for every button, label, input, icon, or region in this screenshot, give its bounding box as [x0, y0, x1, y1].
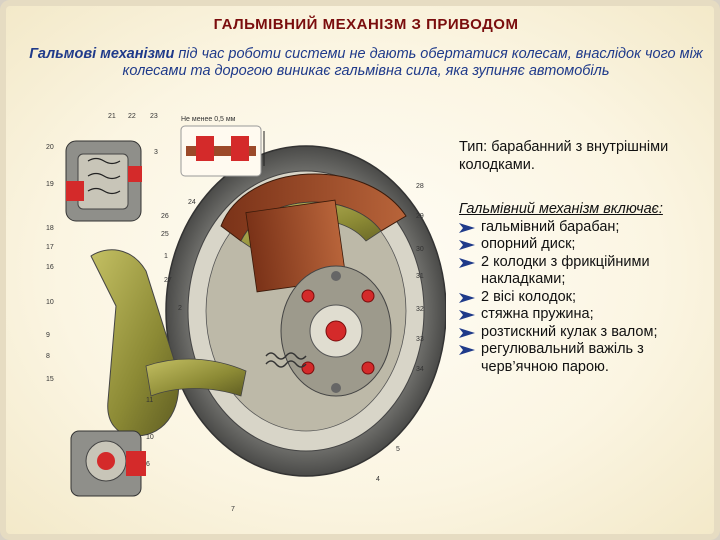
svg-text:31: 31: [416, 273, 424, 280]
svg-text:11: 11: [146, 397, 153, 404]
svg-text:2: 2: [178, 305, 182, 312]
arrow-bullet-icon: [459, 222, 475, 233]
brake-mechanism-illustration: Не менее 0,5 мм 21 22 23 20 3 19 24 26 1…: [46, 113, 446, 513]
list-item: 2 вісі колодок;: [459, 289, 720, 307]
backing-plate: [280, 265, 392, 397]
adjusting-lever: [70, 430, 146, 497]
brake-actuator-arm: [90, 249, 247, 437]
list-item: опорний диск;: [459, 236, 720, 254]
svg-text:17: 17: [46, 244, 54, 251]
svg-text:24: 24: [188, 199, 196, 206]
slide-title: ГАЛЬМІВНИЙ МЕХАНІЗМ З ПРИВОДОМ: [213, 16, 519, 33]
list-item: гальмівний барабан;: [459, 219, 720, 237]
return-spring: [265, 352, 307, 368]
subtitle-bold-term: Гальмові механізми: [29, 46, 175, 62]
svg-text:19: 19: [46, 181, 54, 188]
svg-text:30: 30: [416, 246, 424, 253]
list-item: регулювальний важіль з черв’ячною парою.: [459, 341, 720, 376]
arrow-bullet-icon: [459, 257, 475, 268]
description-panel: Тип: барабанний з внутрішніми колодками.…: [459, 139, 720, 376]
svg-text:33: 33: [416, 336, 424, 343]
svg-text:5: 5: [396, 446, 400, 453]
svg-text:28: 28: [416, 183, 424, 190]
includes-heading: Гальмівний механізм включає:: [459, 201, 720, 219]
subtitle-rest: під час роботи системи не дають обертати…: [122, 46, 703, 79]
includes-heading-colon: :: [658, 201, 663, 217]
svg-text:18: 18: [46, 225, 54, 232]
svg-text:26: 26: [161, 213, 169, 220]
svg-text:29: 29: [416, 213, 424, 220]
gap-detail-inset: [180, 125, 265, 177]
callout-labels: 21 22 23 20 3 19 24 26 18 25 17 1 16 27 …: [46, 113, 424, 513]
arrow-bullet-icon: [459, 310, 475, 320]
list-item: 2 колодки з фрикційними накладками;: [459, 254, 720, 289]
svg-text:25: 25: [161, 231, 169, 238]
svg-text:34: 34: [416, 366, 424, 373]
svg-text:1: 1: [164, 253, 168, 260]
parts-list: гальмівний барабан; опорний диск; 2 коло…: [459, 219, 720, 377]
arrow-bullet-icon: [459, 345, 475, 355]
arrow-bullet-icon: [459, 327, 475, 338]
brake-type-text: Тип: барабанний з внутрішніми колодками.: [459, 139, 669, 173]
svg-text:23: 23: [150, 113, 158, 120]
list-item: стяжна пружина;: [459, 306, 720, 324]
svg-text:4: 4: [376, 476, 380, 483]
brake-chamber: [65, 140, 142, 222]
svg-text:10: 10: [46, 299, 54, 306]
svg-text:8: 8: [46, 353, 50, 360]
svg-text:7: 7: [231, 506, 235, 513]
svg-text:32: 32: [416, 306, 424, 313]
svg-text:20: 20: [46, 144, 54, 151]
arrow-bullet-icon: [459, 240, 475, 250]
svg-text:21: 21: [108, 113, 116, 120]
slide-subtitle: Гальмові механізми під час роботи систем…: [26, 46, 706, 80]
svg-text:9: 9: [46, 332, 50, 339]
svg-text:27: 27: [164, 277, 172, 284]
svg-text:15: 15: [46, 376, 54, 383]
svg-text:6: 6: [146, 461, 150, 468]
gap-note-label: Не менее 0,5 мм: [181, 116, 236, 123]
svg-text:3: 3: [154, 149, 158, 156]
svg-text:22: 22: [128, 113, 136, 120]
svg-text:10: 10: [146, 434, 154, 441]
includes-heading-text: Гальмівний механізм включає: [459, 201, 659, 217]
svg-text:16: 16: [46, 264, 54, 271]
arrow-bullet-icon: [459, 292, 475, 303]
list-item: розтискний кулак з валом;: [459, 324, 720, 342]
